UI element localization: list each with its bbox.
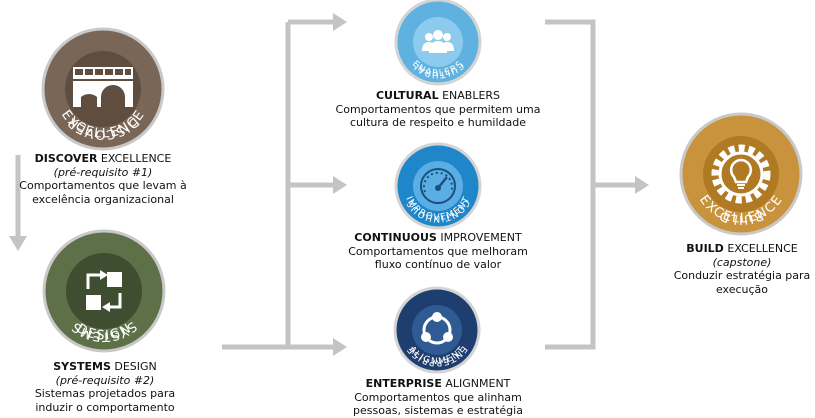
enterprise-title-bold: ENTERPRISE [365,377,442,390]
systems-desc-line-1: Sistemas projetados para [34,387,176,400]
enterprise-caption: ENTERPRISE ALIGNMENT Comportamentos que … [323,377,553,418]
systems-subtitle: (pré-requisito #2) [55,373,155,387]
arrowhead-enterprise [333,338,347,356]
enterprise-desc-line-2: pessoas, sistemas e estratégia [353,404,523,417]
continuous-title-rest: IMPROVEMENT [436,231,522,244]
discover-title-bold: DISCOVER [34,152,98,165]
build-badge: BUILD EXCELLENCE [679,112,803,236]
arrowhead-build [635,176,649,194]
build-title-rest: EXCELLENCE [723,242,798,255]
flow-arrows-icon [86,270,122,312]
cultural-title-bold: CULTURAL [375,89,439,102]
network-icon [421,312,453,345]
arrow-heads [9,13,649,356]
systems-desc-line-2: induzir o comportamento [35,400,175,414]
continuous-badge: CONTINUOUS IMPROVEMENT [394,142,482,230]
enterprise-badge: ENTERPRISE ALIGNMENT [393,286,481,374]
discover-desc-line-2: excelência organizacional [32,192,174,206]
systems-badge: SYSTEMS DESIGN [42,229,166,353]
bracket-right [545,19,596,350]
systems-ring-bottom: DESIGN [74,321,134,343]
build-subtitle: (capstone) [712,255,772,269]
discover-caption: DISCOVER EXCELLENCE (pré-requisito #1) C… [10,152,196,206]
continuous-desc-line-2: fluxo contínuo de valor [374,258,502,271]
discover-title-rest: EXCELLENCE [97,152,172,165]
systems-title-rest: DESIGN [110,360,157,373]
build-caption: BUILD EXCELLENCE (capstone) Conduzir est… [672,242,812,296]
enterprise-desc-line-1: Comportamentos que alinham [354,390,522,404]
enterprise-title-rest: ALIGNMENT [441,377,511,390]
cultural-badge: CULTURAL ENABLERS [394,0,482,86]
arrowhead-cultural [333,13,347,31]
cultural-caption: CULTURAL ENABLERS Comportamentos que per… [323,89,553,130]
continuous-desc-line-1: Comportamentos que melhoram [348,244,528,258]
continuous-title-bold: CONTINUOUS [354,231,437,244]
cultural-title-rest: ENABLERS [438,89,501,102]
continuous-caption: CONTINUOUS IMPROVEMENT Comportamentos qu… [323,231,553,272]
discover-subtitle: (pré-requisito #1) [53,165,153,179]
systems-caption: SYSTEMS DESIGN (pré-requisito #2) Sistem… [10,360,200,414]
build-title-bold: BUILD [686,242,724,255]
discover-desc-line-1: Comportamentos que levam à [19,179,187,192]
bridge-icon [73,67,133,107]
speedometer-icon [420,168,456,204]
people-group-icon [422,30,454,53]
connector-arrows [15,19,636,350]
discover-badge: DISCOVER EXCELLENCE [41,27,165,151]
cultural-desc-line-1: Comportamentos que permitem uma [335,102,541,116]
lightbulb-gear-icon [711,144,771,204]
build-desc-line-2: execução [715,282,769,296]
systems-title-bold: SYSTEMS [53,360,111,373]
build-desc-line-1: Conduzir estratégia para [673,269,811,282]
arrowhead-systems [9,236,27,251]
cultural-desc-line-2: cultura de respeito e humildade [350,116,526,129]
svg-text:DESIGN: DESIGN [74,321,134,343]
arrowhead-continuous [333,176,347,194]
